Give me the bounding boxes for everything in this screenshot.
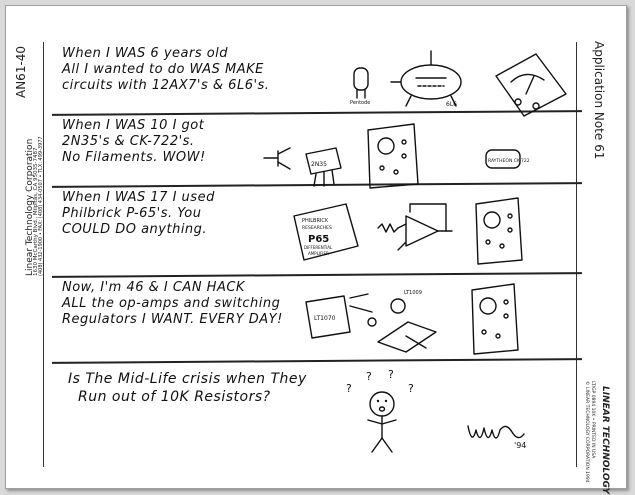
oscilloscope-drawing bbox=[475, 197, 523, 265]
text-line: circuits with 12AX7's & 6L6's. bbox=[62, 78, 270, 93]
philbrick-name: PHILBRICK bbox=[302, 218, 329, 224]
oscilloscope-drawing bbox=[471, 283, 519, 355]
lt1009-drawing: LT1009 bbox=[377, 290, 437, 353]
row-2-text: When I WAS 10 I got 2N35's & CK-722's. N… bbox=[62, 118, 206, 166]
philbrick-desc: DIFFERENTIAL bbox=[304, 245, 333, 250]
text-line: COULD DO anything. bbox=[62, 222, 208, 237]
question-mark: ? bbox=[408, 382, 414, 395]
left-border-line bbox=[43, 42, 44, 467]
question-mark: ? bbox=[388, 368, 394, 381]
text-line: Run out of 10K Resistors? bbox=[78, 389, 271, 405]
text-line: No Filaments. WOW! bbox=[62, 150, 206, 165]
question-mark: ? bbox=[366, 370, 372, 383]
oscilloscope-drawing bbox=[367, 123, 419, 189]
ck722-transistor-drawing: RAYTHEON CK-722 bbox=[485, 149, 530, 169]
philbrick-module-drawing: PHILBRICK RESEARCHES P65 DIFFERENTIAL AM… bbox=[293, 203, 359, 261]
document-page: AN61-40 Linear Technology Corporation 16… bbox=[5, 5, 627, 494]
lt-ic-label: LT1009 bbox=[404, 290, 422, 296]
row-5-text: Is The Mid-Life crisis when They Run out… bbox=[68, 370, 307, 406]
text-line: Is The Mid-Life crisis when They bbox=[68, 371, 307, 387]
question-mark: ? bbox=[346, 382, 352, 395]
transistor-symbol bbox=[263, 147, 291, 170]
2n35-transistor-drawing: 2N35 bbox=[305, 147, 342, 187]
sketches: Pentode 6L6 bbox=[263, 50, 567, 453]
philbrick-desc2: AMPLIFIER bbox=[308, 251, 329, 256]
text-line: When I WAS 17 I used bbox=[62, 190, 215, 205]
stick-figure-drawing: ? ? ? ? bbox=[346, 368, 414, 453]
text-line: ALL the op-amps and switching bbox=[62, 296, 281, 311]
philbrick-model: P65 bbox=[308, 234, 329, 245]
text-line: When I WAS 10 I got bbox=[62, 118, 205, 133]
op-amp-schematic bbox=[377, 203, 453, 251]
row-1-text: When I WAS 6 years old All I wanted to d… bbox=[62, 46, 269, 94]
ck722-label: RAYTHEON CK-722 bbox=[488, 158, 530, 164]
tube-type-label: 6L6 bbox=[446, 101, 457, 108]
text-line: Philbrick P-65's. You bbox=[62, 206, 202, 221]
lt-chip-drawing: LT1070 bbox=[305, 293, 377, 339]
tube-label: Pentode bbox=[350, 100, 370, 106]
meter-drawing bbox=[495, 53, 567, 117]
text-line: All I wanted to do WAS MAKE bbox=[62, 62, 264, 77]
text-line: Now, I'm 46 & I CAN HACK bbox=[62, 280, 245, 295]
transistor-label: 2N35 bbox=[311, 161, 327, 168]
right-border-line bbox=[576, 42, 577, 467]
row-3-text: When I WAS 17 I used Philbrick P-65's. Y… bbox=[62, 190, 215, 238]
small-tube-drawing: Pentode bbox=[350, 67, 370, 106]
signature-drawing: '94 bbox=[467, 425, 526, 450]
row-4-text: Now, I'm 46 & I CAN HACK ALL the op-amps… bbox=[62, 280, 283, 328]
lt-chip-label: LT1070 bbox=[314, 315, 336, 322]
text-line: When I WAS 6 years old bbox=[62, 46, 229, 61]
text-line: Regulators I WANT. EVERY DAY! bbox=[62, 312, 283, 327]
philbrick-sub: RESEARCHES bbox=[302, 225, 332, 231]
signature-year: '94 bbox=[514, 441, 526, 450]
vacuum-tube-schematic: 6L6 bbox=[390, 50, 462, 108]
text-line: 2N35's & CK-722's. bbox=[62, 134, 195, 149]
